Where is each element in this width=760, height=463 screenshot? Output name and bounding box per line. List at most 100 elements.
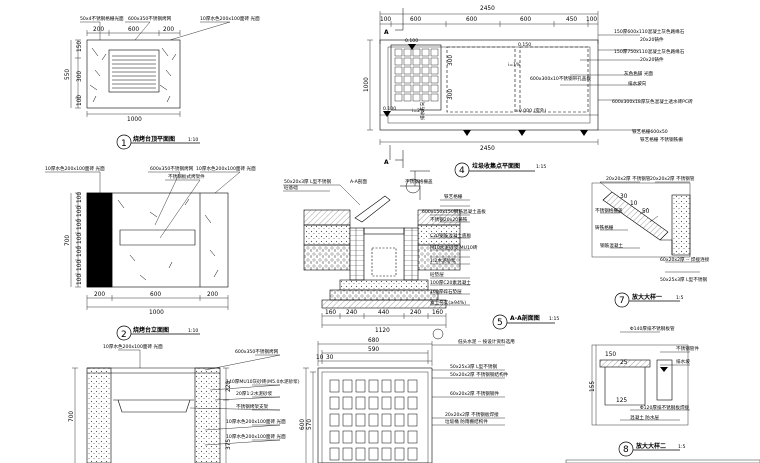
bin-plan-level-2: 0.150 xyxy=(518,42,531,48)
detail-2-e1: Φ140厚排不锈钢板管 xyxy=(630,325,675,332)
bbq-elevation-grill-opening xyxy=(119,229,196,246)
detail-1-d1: 20x20x2厚 不锈钢管 xyxy=(606,175,651,182)
detail-1-d7: 钢筋混凝土 xyxy=(600,242,623,249)
bin-section-scale: 1:15 xyxy=(549,316,559,322)
bin-plan-panel xyxy=(367,8,640,178)
bin-section-ground-left xyxy=(303,209,351,226)
bbq-elev-dim-left-3: 100 xyxy=(77,219,83,230)
bin-section-wall-right xyxy=(403,227,419,281)
bin-section-l3: A-A剖面 xyxy=(350,178,367,185)
bin-plan-section-mark: A xyxy=(384,159,389,166)
bbq-section-dim-right-top: 220 xyxy=(226,381,232,392)
bin-plan-section-mark-top: A xyxy=(384,29,389,36)
bbq-plan-scale: 1:10 xyxy=(188,137,198,143)
bin-plan-grate-holes xyxy=(394,48,439,102)
bin-plan-dim-left-total: 1000 xyxy=(364,77,370,92)
bbq-plan-dim-top-1: 200 xyxy=(93,27,104,33)
bin-plan-title: 垃圾收集点平面图 xyxy=(472,162,520,170)
bin-plan-a1: 150厚600x110混凝土灰色路缘石 xyxy=(614,28,685,35)
detail-1-d3: 不锈钢格栅盖 xyxy=(595,207,623,214)
bin-plan-slope-2: i=2% xyxy=(412,108,425,114)
detail-1-number-circle xyxy=(614,292,630,308)
bbq-section-label-grill: 600x350不锈钢烤网 xyxy=(235,348,279,355)
bbq-plan-label-grill: 600x350不锈钢烤网 xyxy=(128,15,172,22)
bin-section-l12: 100厚C20素混凝土 xyxy=(430,279,471,286)
bin-plan-dim-inner-2: 300 xyxy=(448,89,454,100)
detail-1-dim-1: 30 xyxy=(620,194,628,200)
bbq-plan-dim-bottom: 1000 xyxy=(127,117,142,123)
detail-2-dim-1: 150 xyxy=(605,352,616,358)
detail-2-number: 8 xyxy=(623,445,629,455)
bin-section-l13: 100厚碎石垫层 xyxy=(430,288,462,295)
bin-plan-bay-2 xyxy=(519,46,589,113)
bbq-plan-title: 烧烤台顶平面图 xyxy=(133,135,175,143)
bin-plan-dim-bottom-total: 2450 xyxy=(480,146,495,152)
bbq-elev-dim-bottom-total: 1000 xyxy=(149,310,164,316)
bin-plan-number: 4 xyxy=(459,166,465,176)
bbq-elevation-number-circle xyxy=(116,325,132,341)
bbq-elevation-panel xyxy=(45,171,241,341)
bin-section-l7: 不锈钢20x20铸铁 xyxy=(430,216,468,223)
bin-elev-dim-left-inner: 570 xyxy=(307,419,313,430)
detail-1-lid xyxy=(602,191,669,241)
bin-elev-n1: 低头水泥 -- 按设计资料选用 xyxy=(458,338,515,345)
bin-plan-a7: 600x300x18厚灰色混凝土透水砖PC砖 xyxy=(612,98,693,105)
bbq-plan-stone-right xyxy=(159,47,177,103)
bbq-section-label-mortar: 20厚1:2水泥砂浆 xyxy=(236,390,273,397)
bin-section-panel xyxy=(283,170,555,340)
bbq-plan-panel xyxy=(70,21,231,150)
bbq-section-panel xyxy=(72,349,281,463)
bin-elevation-outline xyxy=(317,367,433,463)
bin-plan-grate-label: 600x300x10不锈钢带孔盖板 xyxy=(530,75,591,82)
bin-plan-dim-top-3: 600 xyxy=(466,17,477,23)
bin-plan-number-circle xyxy=(454,162,470,178)
bbq-plan-dim-left-3: 100 xyxy=(77,95,83,106)
bin-plan-level-3: ±0.000 (室外) xyxy=(515,107,546,114)
bbq-elevation-number: 2 xyxy=(121,330,127,340)
bin-plan-a2: 20x20铸件 xyxy=(640,36,664,43)
bin-section-l2: 砼基础 xyxy=(284,184,298,191)
bin-section-base-slab xyxy=(339,279,429,291)
detail-2-panel xyxy=(565,331,760,463)
bin-plan-dim-top-2: 600 xyxy=(410,17,421,23)
bin-section-number: 5 xyxy=(497,318,503,328)
bin-elev-dim-sub-2: 30 xyxy=(326,355,334,361)
bin-section-dim-total: 1120 xyxy=(375,328,390,334)
bbq-elev-dim-left-total: 700 xyxy=(65,235,71,246)
bin-section-lid xyxy=(354,195,391,223)
bin-plan-a6: 排水坡向 xyxy=(628,80,647,87)
bbq-section-label-stone: 10厚水色200x100面砖 光面 xyxy=(103,343,163,350)
bin-elev-n6: 垃圾桶 防雨棚结构件 xyxy=(445,418,488,425)
bbq-plan-label-grill-top: 50x4不锈钢格栅光面 xyxy=(80,15,124,22)
bin-elevation-panel xyxy=(303,341,505,463)
bin-section-dim-5: 160 xyxy=(432,310,443,316)
detail-2-dim-2: 25 xyxy=(620,360,628,366)
bin-elev-n3: 50x20x2厚 不锈钢钢结构件 xyxy=(450,371,509,378)
bin-section-l9: M10水泥砂浆 MU10砖 xyxy=(430,244,478,251)
bin-plan-bay-1 xyxy=(446,46,516,113)
bbq-elev-label-steel: 不锈钢板式烤架件 xyxy=(168,173,205,180)
bbq-plan-stone-left xyxy=(89,47,107,103)
detail-1-title: 放大大样一 xyxy=(631,293,662,301)
bin-section-dim-4: 240 xyxy=(410,310,421,316)
bin-section-l8: C20钢筋混凝土底板 xyxy=(430,232,472,239)
bin-elev-n5: 20x20x2厚 不锈钢板焊接 xyxy=(445,411,499,418)
bin-elev-n4: 60x20x2厚 不锈钢钢件 xyxy=(450,390,499,397)
bbq-elev-label-stone-left: 10厚水色200x100面砖 光面 xyxy=(45,165,105,172)
bin-plan-a8: 铁艺格栅600x50 xyxy=(632,128,668,135)
bin-elev-dim-top-inner: 590 xyxy=(368,347,379,353)
bin-section-l1: 50x20x3厚 L型不锈钢 xyxy=(284,178,331,185)
bbq-elev-dim-left-6: 100 xyxy=(77,260,83,271)
detail-2-e5: 混凝土 防水层 xyxy=(630,414,659,421)
bbq-section-grill-tray xyxy=(117,399,191,413)
bin-plan-scale: 1:15 xyxy=(536,164,546,170)
bin-section-number-circle xyxy=(492,314,508,330)
bin-plan-a3: 150厚750x110混凝土灰色路缘石 xyxy=(614,48,685,55)
bin-section-l11: 砼垫层 xyxy=(430,271,444,278)
bin-plan-a4: 20x20铸件 xyxy=(640,56,664,63)
bbq-elev-dim-left-5: 100 xyxy=(77,246,83,257)
bbq-elev-dim-left-7: 100 xyxy=(77,274,83,285)
bbq-plan-number: 1 xyxy=(121,139,127,149)
bin-plan-grate xyxy=(390,44,442,111)
